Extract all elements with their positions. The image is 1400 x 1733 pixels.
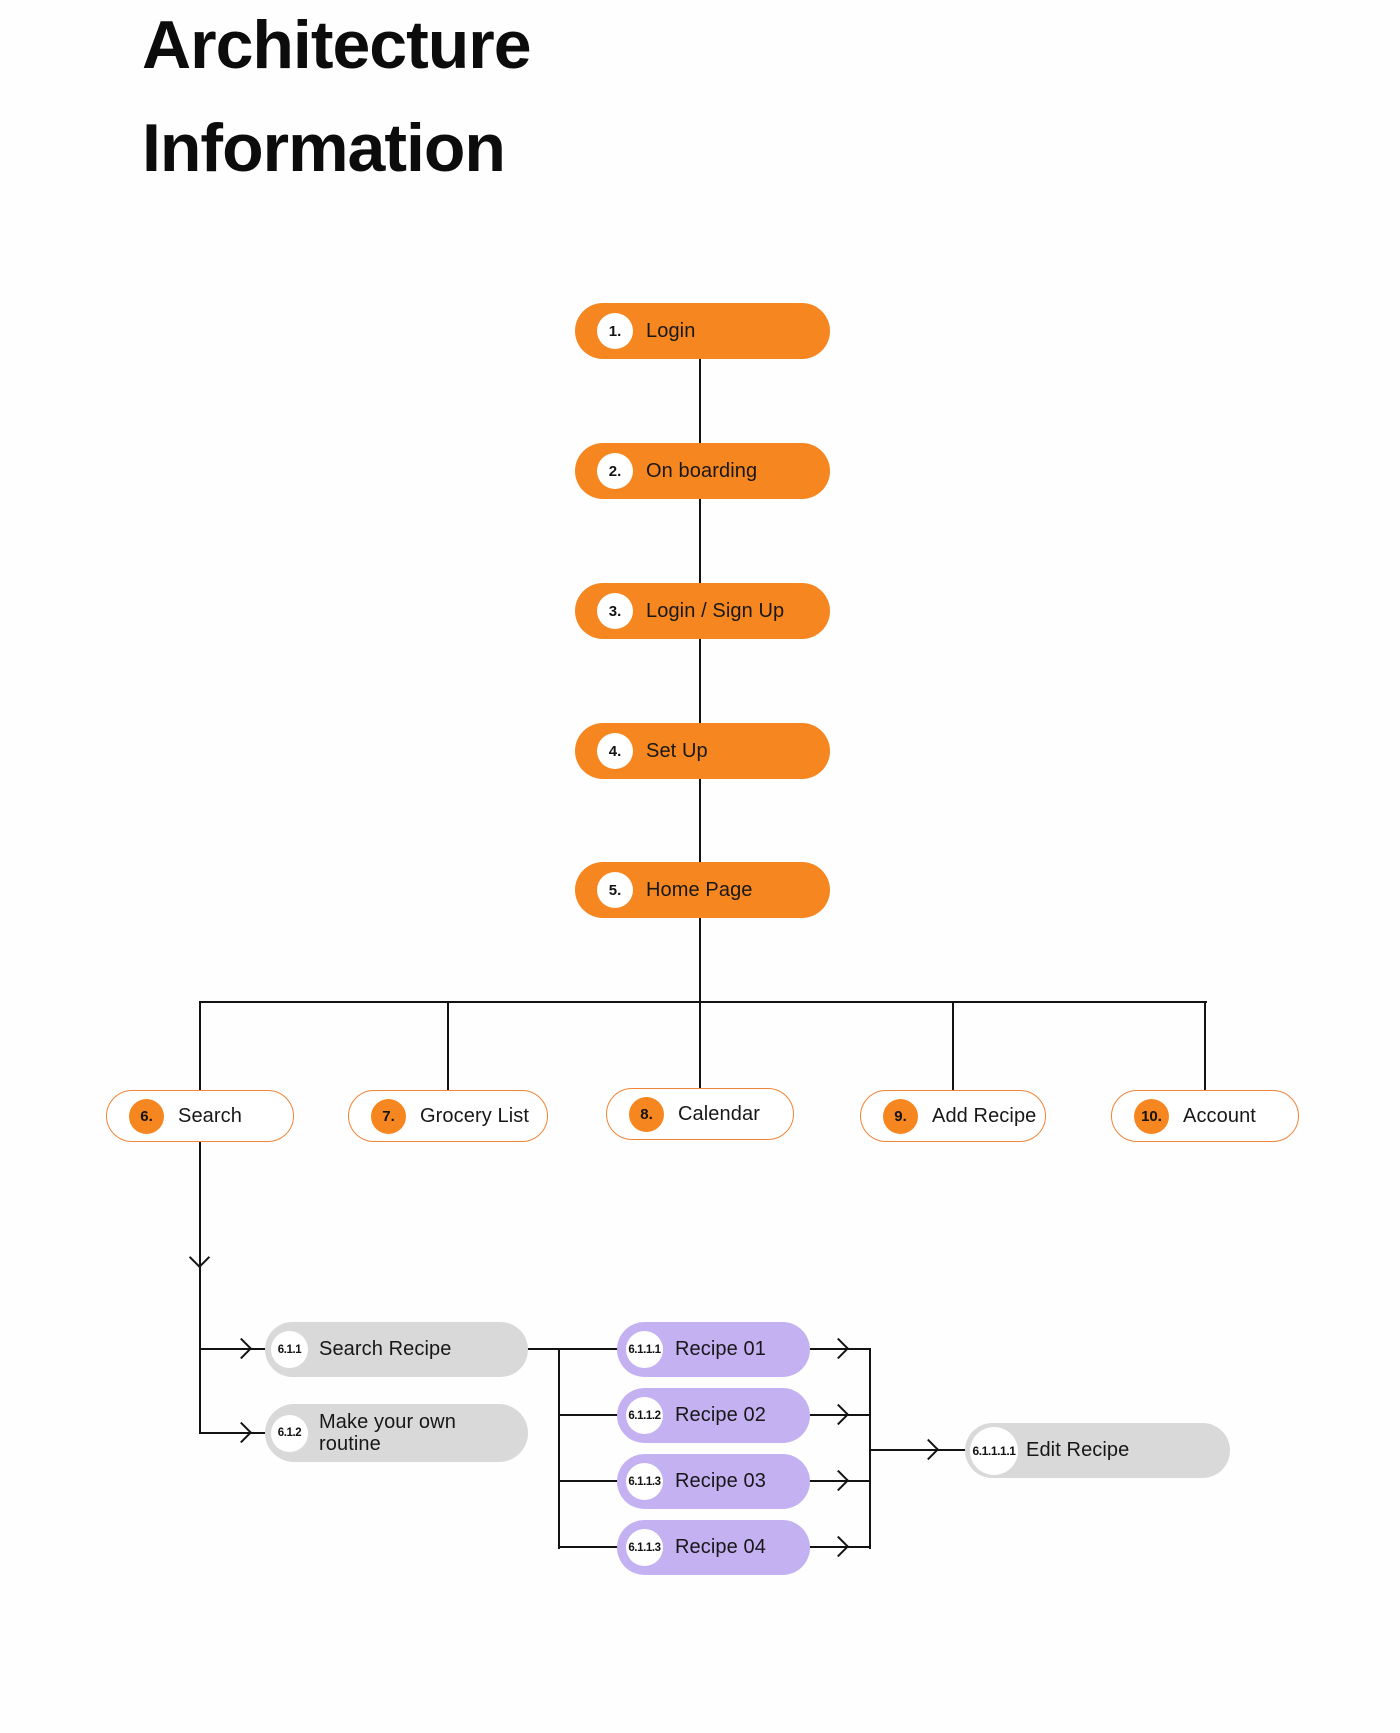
page-title-line-1: Architecture bbox=[142, 7, 532, 83]
node-recipe-01[interactable]: 6.1.1.1 Recipe 01 bbox=[617, 1322, 810, 1377]
connector-to-search-recipe bbox=[199, 1348, 265, 1351]
node-search-label: Search bbox=[178, 1104, 242, 1127]
recipes-left-junction bbox=[558, 1348, 561, 1549]
connector-onboarding-loginsignup bbox=[699, 499, 702, 583]
node-recipe-04-label: Recipe 04 bbox=[675, 1536, 766, 1559]
connector-loginsignup-setup bbox=[699, 639, 702, 723]
drop-add-recipe bbox=[952, 1001, 955, 1091]
node-search[interactable]: 6. Search bbox=[106, 1090, 294, 1142]
node-onboarding-number-badge: 2. bbox=[597, 453, 633, 489]
node-recipe-03-label: Recipe 03 bbox=[675, 1470, 766, 1493]
node-home-page[interactable]: 5. Home Page bbox=[575, 862, 830, 918]
page-title-line-2: Information bbox=[142, 110, 506, 187]
node-onboarding-label: On boarding bbox=[646, 459, 758, 482]
node-login-signup-number-badge: 3. bbox=[597, 593, 633, 629]
stub-out-recipe1 bbox=[810, 1348, 870, 1351]
node-login-signup-label: Login / Sign Up bbox=[646, 599, 785, 622]
node-recipe-03[interactable]: 6.1.1.3 Recipe 03 bbox=[617, 1454, 810, 1509]
node-login-label: Login bbox=[646, 319, 696, 342]
node-recipe-02-label: Recipe 02 bbox=[675, 1404, 766, 1427]
drop-search bbox=[199, 1001, 202, 1091]
node-recipe-01-label: Recipe 01 bbox=[675, 1338, 766, 1361]
node-make-your-own-routine-number-badge: 6.1.2 bbox=[271, 1414, 308, 1452]
node-recipe-04[interactable]: 6.1.1.3 Recipe 04 bbox=[617, 1520, 810, 1575]
node-account[interactable]: 10. Account bbox=[1111, 1090, 1299, 1142]
node-search-recipe-number-badge: 6.1.1 bbox=[271, 1331, 308, 1368]
arrowhead-recipe4 bbox=[827, 1535, 850, 1558]
node-login[interactable]: 1. Login bbox=[575, 303, 830, 359]
connector-searchrecipe-recipes bbox=[528, 1348, 618, 1351]
connector-to-edit-recipe bbox=[870, 1449, 965, 1452]
connector-home-branch bbox=[699, 918, 702, 1003]
drop-calendar bbox=[699, 1001, 702, 1091]
node-login-number-badge: 1. bbox=[597, 313, 633, 349]
node-grocery-list-number-badge: 7. bbox=[371, 1098, 406, 1134]
stub-recipe4 bbox=[560, 1546, 618, 1549]
node-search-number-badge: 6. bbox=[129, 1098, 164, 1134]
drop-account bbox=[1204, 1001, 1207, 1091]
node-setup-label: Set Up bbox=[646, 739, 708, 762]
arrowhead-search-down bbox=[188, 1246, 211, 1269]
connector-to-own-routine bbox=[199, 1432, 265, 1435]
connector-login-onboarding bbox=[699, 359, 702, 443]
node-account-label: Account bbox=[1183, 1104, 1256, 1127]
node-home-page-number-badge: 5. bbox=[597, 872, 633, 908]
node-edit-recipe[interactable]: 6.1.1.1.1 Edit Recipe bbox=[965, 1423, 1230, 1478]
connector-search-subtree bbox=[199, 1142, 202, 1434]
stub-out-recipe2 bbox=[810, 1414, 870, 1417]
stub-recipe3 bbox=[560, 1480, 618, 1483]
node-recipe-02-number-badge: 6.1.1.2 bbox=[626, 1397, 663, 1434]
node-setup[interactable]: 4. Set Up bbox=[575, 723, 830, 779]
node-make-your-own-routine-label: Make your own routine bbox=[319, 1410, 456, 1455]
recipes-right-junction bbox=[869, 1348, 872, 1549]
node-search-recipe[interactable]: 6.1.1 Search Recipe bbox=[265, 1322, 528, 1377]
node-make-your-own-routine[interactable]: 6.1.2 Make your own routine bbox=[265, 1404, 528, 1462]
node-account-number-badge: 10. bbox=[1134, 1098, 1169, 1134]
arrowhead-edit-recipe bbox=[917, 1438, 940, 1461]
node-calendar-label: Calendar bbox=[678, 1102, 760, 1125]
node-add-recipe-label: Add Recipe bbox=[932, 1104, 1037, 1127]
node-edit-recipe-label: Edit Recipe bbox=[1026, 1439, 1130, 1462]
stub-recipe2 bbox=[560, 1414, 618, 1417]
drop-grocery bbox=[447, 1001, 450, 1091]
stub-out-recipe3 bbox=[810, 1480, 870, 1483]
node-add-recipe[interactable]: 9. Add Recipe bbox=[860, 1090, 1046, 1142]
node-onboarding[interactable]: 2. On boarding bbox=[575, 443, 830, 499]
connector-setup-home bbox=[699, 779, 702, 862]
node-calendar[interactable]: 8. Calendar bbox=[606, 1088, 794, 1140]
node-login-signup[interactable]: 3. Login / Sign Up bbox=[575, 583, 830, 639]
node-home-page-label: Home Page bbox=[646, 878, 753, 901]
node-recipe-03-number-badge: 6.1.1.3 bbox=[626, 1463, 663, 1500]
page-title: Architecture Information bbox=[142, 0, 532, 201]
arrowhead-recipe1 bbox=[827, 1337, 850, 1360]
node-grocery-list[interactable]: 7. Grocery List bbox=[348, 1090, 548, 1142]
node-calendar-number-badge: 8. bbox=[629, 1096, 664, 1132]
stub-out-recipe4 bbox=[810, 1546, 870, 1549]
arrowhead-recipe2 bbox=[827, 1403, 850, 1426]
node-recipe-02[interactable]: 6.1.1.2 Recipe 02 bbox=[617, 1388, 810, 1443]
branch-bus-line bbox=[199, 1001, 1207, 1004]
node-recipe-04-number-badge: 6.1.1.3 bbox=[626, 1529, 663, 1566]
node-search-recipe-label: Search Recipe bbox=[319, 1338, 452, 1361]
node-recipe-01-number-badge: 6.1.1.1 bbox=[626, 1331, 663, 1368]
node-edit-recipe-number-badge: 6.1.1.1.1 bbox=[970, 1426, 1018, 1475]
node-add-recipe-number-badge: 9. bbox=[883, 1098, 918, 1134]
arrowhead-search-recipe bbox=[230, 1337, 253, 1360]
node-setup-number-badge: 4. bbox=[597, 733, 633, 769]
node-grocery-list-label: Grocery List bbox=[420, 1104, 530, 1127]
arrowhead-recipe3 bbox=[827, 1469, 850, 1492]
arrowhead-own-routine bbox=[230, 1421, 253, 1444]
